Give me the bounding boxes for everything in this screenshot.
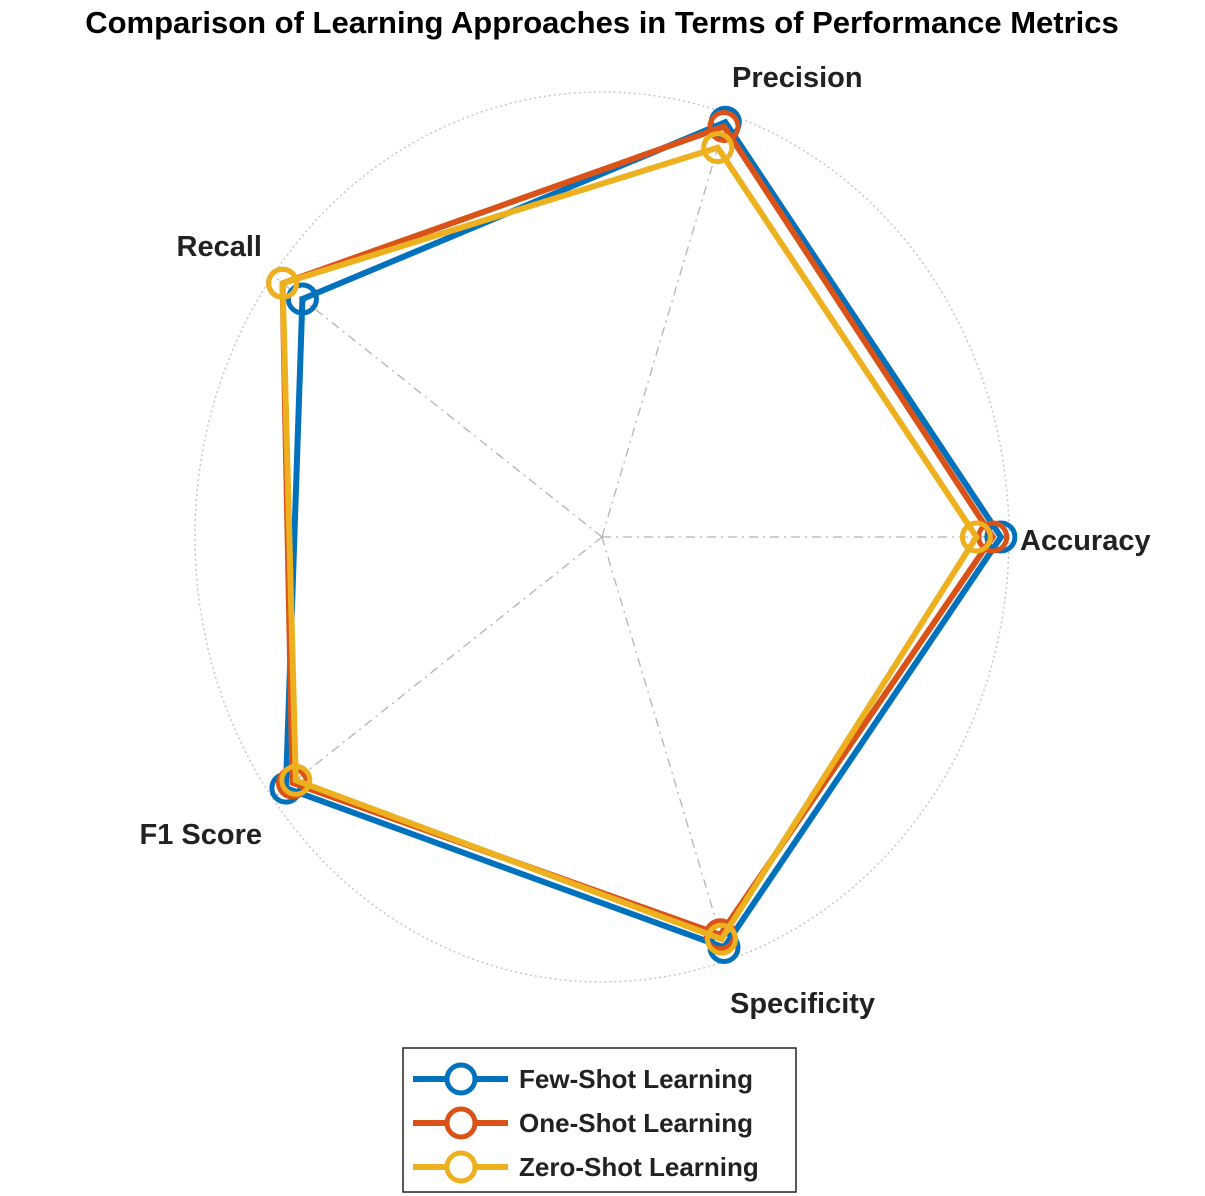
axis-label-specificity: Specificity — [730, 988, 875, 1020]
grid-spoke-recall — [272, 274, 603, 538]
grid-spoke-f1-score — [272, 536, 603, 800]
legend-marker-zero-shot-learning — [444, 1150, 478, 1184]
legend-label-one-shot: One-Shot Learning — [519, 1108, 753, 1138]
chart-title: Comparison of Learning Approaches in Ter… — [85, 5, 1119, 40]
series-line-few-shot-learning — [282, 118, 1005, 952]
radar-series — [266, 105, 1018, 964]
point-zero-shot-learning-accuracy — [959, 520, 993, 554]
axis-label-f1-score: F1 Score — [140, 819, 263, 851]
legend-label-zero-shot: Zero-Shot Learning — [519, 1152, 759, 1182]
legend: Few-Shot Learning One-Shot Learning Zero… — [402, 1047, 797, 1193]
series-line-zero-shot-learning — [279, 144, 980, 943]
point-one-shot-learning-precision — [707, 110, 741, 143]
point-zero-shot-learning-f1-score — [279, 763, 313, 797]
legend-label-few-shot: Few-Shot Learning — [519, 1064, 753, 1094]
axis-label-accuracy: Accuracy — [1020, 525, 1151, 557]
point-few-shot-learning-recall — [285, 282, 319, 316]
point-zero-shot-learning-recall — [266, 266, 300, 300]
legend-marker-few-shot-learning — [444, 1062, 478, 1096]
legend-marker-one-shot-learning — [444, 1106, 478, 1140]
axis-label-recall: Recall — [177, 231, 262, 263]
axis-label-precision: Precision — [732, 62, 863, 94]
radar-grid — [194, 91, 1010, 983]
point-zero-shot-learning-precision — [701, 131, 735, 165]
point-zero-shot-learning-specificity — [705, 922, 738, 956]
